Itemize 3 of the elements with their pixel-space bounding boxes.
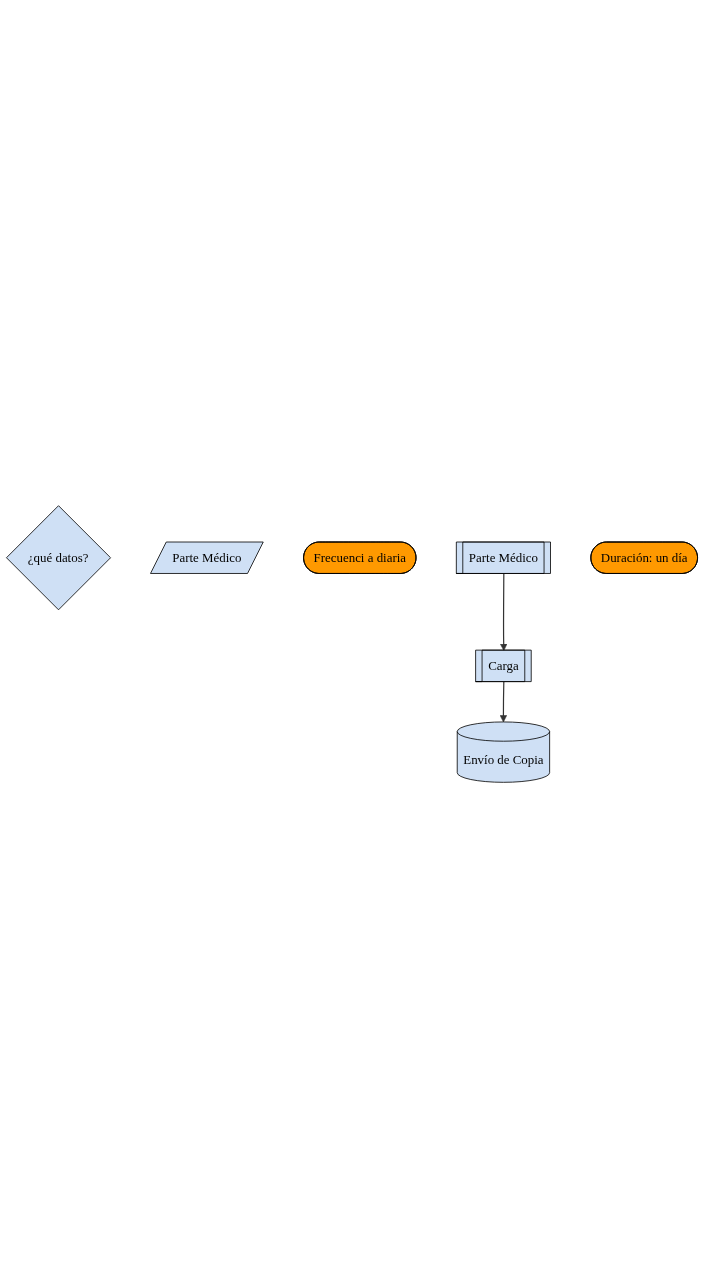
node-diamond: ¿qué datos?: [6, 505, 111, 611]
arrow: [500, 573, 508, 651]
arrow: [499, 681, 507, 723]
